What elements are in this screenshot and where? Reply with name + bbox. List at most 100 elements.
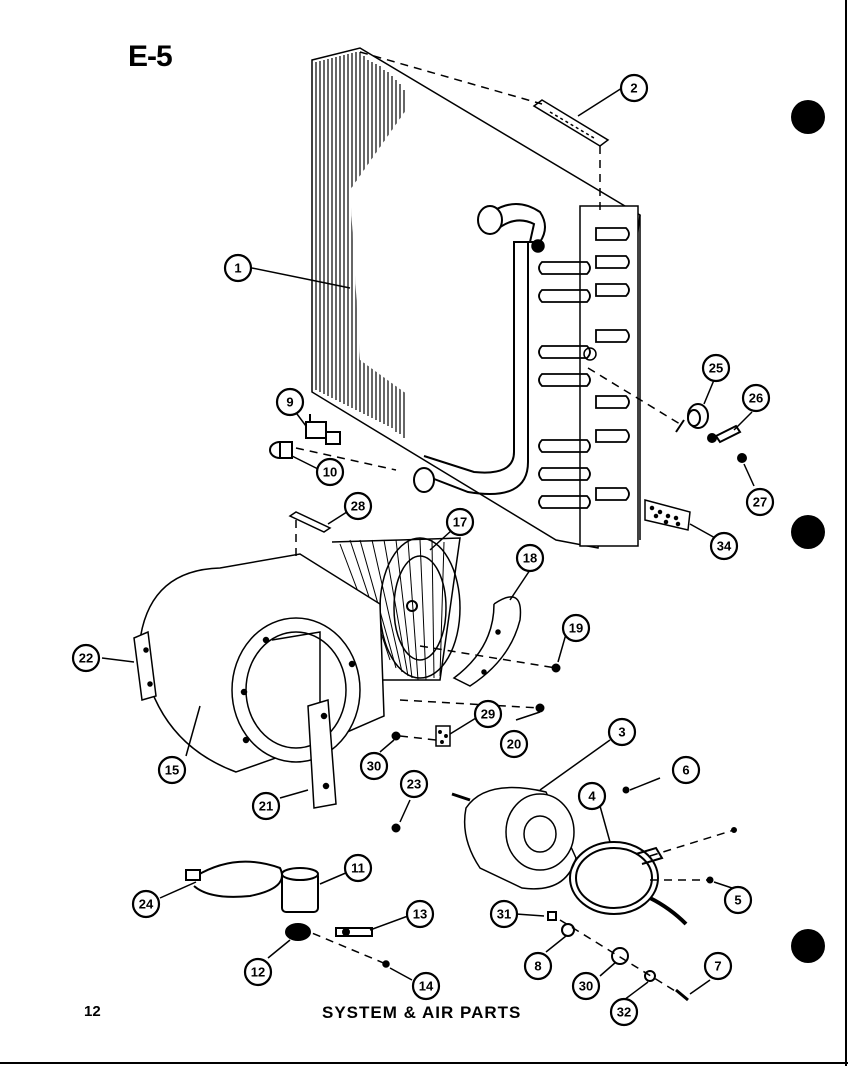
part-29-foam-block — [435, 725, 451, 747]
callout-32: 32 — [609, 997, 639, 1027]
part-34-foam-pad — [644, 499, 691, 531]
callout-circle — [709, 531, 739, 561]
condenser-coil — [311, 47, 641, 549]
callout-20: 20 — [499, 729, 529, 759]
callout-14: 14 — [411, 971, 441, 1001]
callout-circle — [473, 699, 503, 729]
callout-number: 8 — [534, 959, 541, 974]
callout-30a: 30 — [359, 751, 389, 781]
callout-number: 20 — [507, 737, 521, 752]
part-9-valve — [305, 414, 341, 445]
callout-circle — [405, 899, 435, 929]
callout-circle — [445, 507, 475, 537]
callout-25: 25 — [701, 353, 731, 383]
callout-circle — [515, 543, 545, 573]
part-11-capacitor — [281, 867, 319, 913]
callout-22: 22 — [71, 643, 101, 673]
callout-number: 30 — [579, 979, 593, 994]
callout-number: 15 — [165, 763, 179, 778]
callout-number: 12 — [251, 965, 265, 980]
callout-7: 7 — [703, 951, 733, 981]
callout-number: 19 — [569, 621, 583, 636]
explode-lines — [295, 51, 735, 995]
callout-circle — [671, 755, 701, 785]
callout-labels: 1234567891011121314151718192021222324252… — [71, 73, 775, 1027]
callout-1: 1 — [223, 253, 253, 283]
callout-circle — [607, 717, 637, 747]
callout-circle — [411, 971, 441, 1001]
callout-number: 5 — [734, 893, 741, 908]
callout-number: 26 — [749, 391, 763, 406]
footer-caption: SYSTEM & AIR PARTS — [322, 1003, 522, 1022]
callout-circle — [275, 387, 305, 417]
callout-29: 29 — [473, 699, 503, 729]
callout-13: 13 — [405, 899, 435, 929]
callout-5: 5 — [723, 885, 753, 915]
callout-number: 21 — [259, 799, 273, 814]
callout-18: 18 — [515, 543, 545, 573]
callout-21: 21 — [251, 791, 281, 821]
part-13-bracket — [335, 927, 373, 937]
callout-17: 17 — [445, 507, 475, 537]
part-28-strip — [288, 511, 332, 533]
callout-27: 27 — [745, 487, 775, 517]
callout-number: 17 — [453, 515, 467, 530]
callout-15: 15 — [157, 755, 187, 785]
callout-number: 4 — [588, 789, 596, 804]
callout-number: 7 — [714, 959, 721, 974]
callout-circle — [741, 383, 771, 413]
part-10-cap — [269, 441, 293, 459]
part-21-mount-bracket — [307, 699, 337, 809]
callout-4: 4 — [577, 781, 607, 811]
callout-number: 9 — [286, 395, 293, 410]
part-3-fan-motor — [451, 786, 577, 890]
callout-circle — [71, 643, 101, 673]
callout-10: 10 — [315, 457, 345, 487]
callout-number: 31 — [497, 907, 511, 922]
callout-number: 29 — [481, 707, 495, 722]
part-24-clamp-band — [185, 860, 283, 898]
callout-11: 11 — [343, 853, 373, 883]
callout-circle — [223, 253, 253, 283]
small-screws — [391, 663, 737, 884]
callout-number: 14 — [419, 979, 434, 994]
callout-12: 12 — [243, 957, 273, 987]
part-18-cutoff-plate — [452, 596, 522, 687]
callout-6: 6 — [671, 755, 701, 785]
callout-circle — [489, 899, 519, 929]
part-2-bracket-strip — [532, 99, 610, 147]
callout-number: 1 — [234, 261, 241, 276]
callout-number: 13 — [413, 907, 427, 922]
callout-circle — [359, 751, 389, 781]
callout-circle — [499, 729, 529, 759]
callout-circle — [571, 971, 601, 1001]
callout-circle — [701, 353, 731, 383]
small-parts-31-8-30-32-7 — [547, 911, 689, 1002]
binder-hole-top — [791, 100, 825, 134]
callout-number: 30 — [367, 759, 381, 774]
callout-number: 23 — [407, 777, 421, 792]
binder-hole-middle — [791, 515, 825, 549]
callout-number: 34 — [717, 539, 732, 554]
callout-number: 28 — [351, 499, 365, 514]
page-number: 12 — [84, 1003, 101, 1020]
callout-circle — [523, 951, 553, 981]
callout-34: 34 — [709, 531, 739, 561]
callout-circle — [343, 491, 373, 521]
part-25-spring-clip — [675, 403, 709, 433]
binder-hole-bottom — [791, 929, 825, 963]
callout-number: 11 — [351, 861, 365, 876]
callout-circle — [609, 997, 639, 1027]
callout-26: 26 — [741, 383, 771, 413]
part-27-screw — [737, 453, 747, 463]
callout-number: 22 — [79, 651, 93, 666]
part-4-motor-mount — [569, 841, 688, 926]
callout-28: 28 — [343, 491, 373, 521]
callout-31: 31 — [489, 899, 519, 929]
callout-circle — [399, 769, 429, 799]
callout-circle — [131, 889, 161, 919]
callout-number: 27 — [753, 495, 767, 510]
callout-circle — [315, 457, 345, 487]
